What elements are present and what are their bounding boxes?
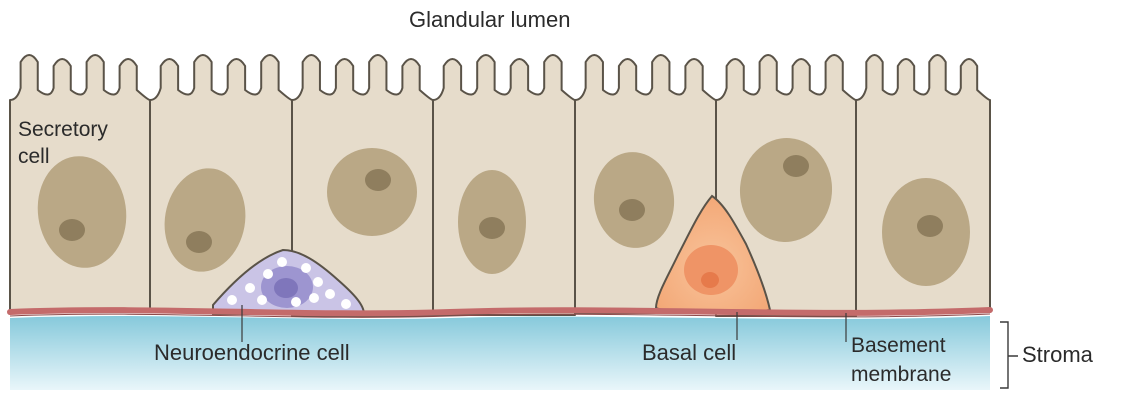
secretory-label-line1: Secretory: [18, 118, 108, 142]
secretory-granule: [309, 293, 319, 303]
basal-label: Basal cell: [642, 341, 736, 365]
secretory-nucleus: [327, 148, 417, 236]
secretory-granule: [277, 257, 287, 267]
neuroendocrine-label: Neuroendocrine cell: [154, 341, 350, 365]
secretory-granule: [325, 289, 335, 299]
stroma-bracket: [1000, 322, 1018, 388]
secretory-granule: [245, 283, 255, 293]
secretory-granule: [301, 263, 311, 273]
basement-label-line2: membrane: [851, 363, 951, 387]
secretory-granule: [291, 297, 301, 307]
secretory-granule: [313, 277, 323, 287]
nucleolus: [783, 155, 809, 177]
nucleolus: [917, 215, 943, 237]
nucleolus: [186, 231, 212, 253]
secretory-granule: [227, 295, 237, 305]
nucleolus: [365, 169, 391, 191]
basement-label-line1: Basement: [851, 334, 946, 358]
nucleolus: [59, 219, 85, 241]
nucleolus: [619, 199, 645, 221]
secretory-label-line2: cell: [18, 145, 50, 169]
secretory-granule: [341, 299, 351, 309]
secretory-granule: [257, 295, 267, 305]
stroma-label: Stroma: [1022, 343, 1093, 367]
basement-membrane: [10, 310, 990, 313]
secretory-granule: [263, 269, 273, 279]
nucleolus: [479, 217, 505, 239]
lumen-label: Glandular lumen: [409, 8, 570, 32]
